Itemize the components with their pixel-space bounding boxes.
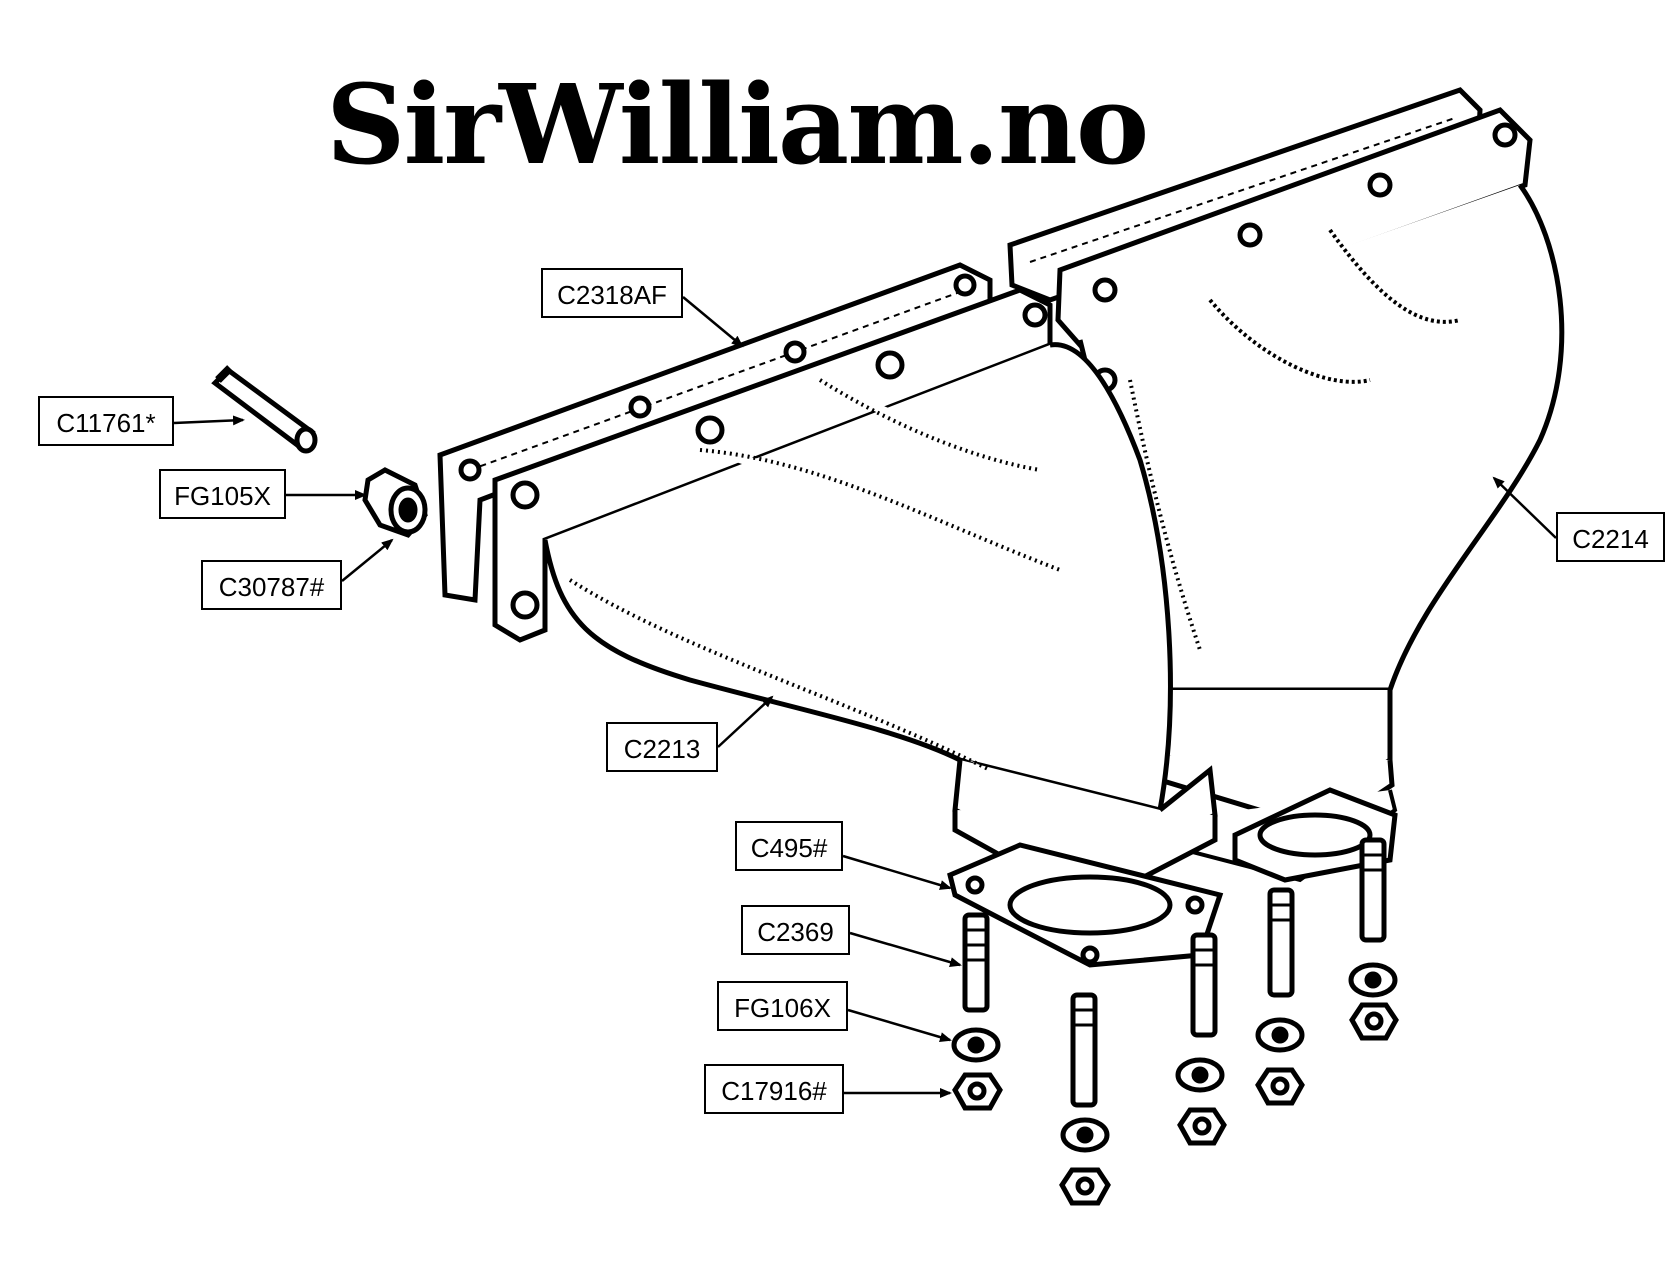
stud-2 [1070,992,1098,1108]
label-c2213: C2213 [606,722,718,772]
label-c2369: C2369 [741,905,850,955]
leader-c30787 [341,538,394,582]
label-c495: C495# [735,821,843,871]
leader-c495 [842,854,952,890]
label-c11761: C11761* [38,396,174,446]
label-c30787: C30787# [201,560,342,610]
studs [962,837,1387,1108]
leader-fg106x [847,1008,952,1042]
leader-lines [173,296,1557,1098]
stud-1 [962,912,990,1013]
nuts [952,1002,1399,1206]
label-c17916: C17916# [704,1064,844,1114]
leader-c2369 [849,931,962,968]
label-c2318af: C2318AF [541,268,683,318]
stud-4 [1267,887,1295,998]
leader-c11761 [173,415,245,426]
front-manifold [492,287,1218,908]
label-fg106x: FG106X [717,981,848,1031]
label-fg105x: FG105X [159,469,286,519]
spring-washers [951,962,1398,1153]
leader-c2318af [682,296,744,348]
bush-and-nut [362,467,428,538]
flange-gasket [947,842,1224,968]
stud-3 [1190,932,1218,1038]
stud-5 [1359,837,1387,943]
dowel [211,365,318,454]
leader-c2214 [1492,476,1557,539]
label-c2214: C2214 [1556,512,1665,562]
leader-c2213 [717,695,774,748]
site-title: SirWilliam.no [326,60,1149,189]
rear-flange-gasket [1232,787,1398,883]
